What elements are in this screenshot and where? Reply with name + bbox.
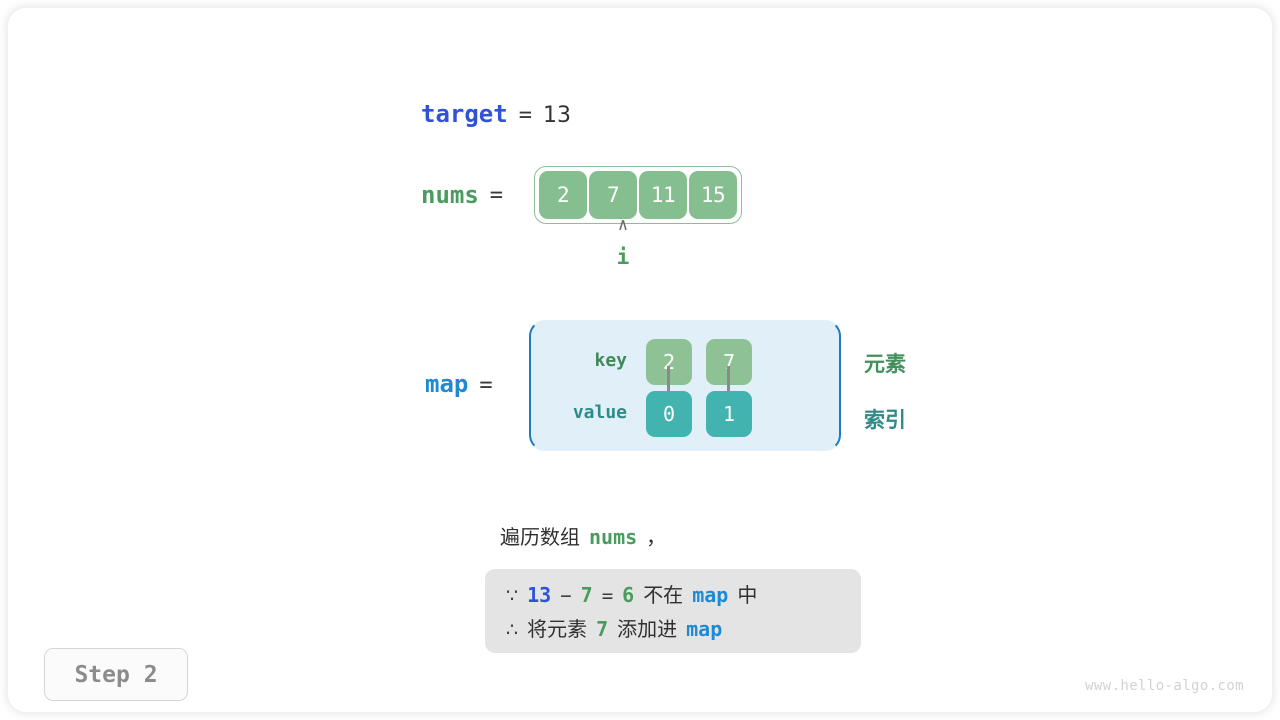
map-value-cell: 1	[706, 391, 752, 437]
explanation-note-box: ∵ 13 − 7 = 6 不在 map 中 ∴ 将元素 7 添加进 map	[485, 569, 861, 653]
note-text-not-in: 不在	[643, 583, 684, 607]
note-equals-sign: =	[601, 585, 614, 607]
map-value-row-label: value	[572, 402, 627, 423]
legend-value-meaning: 索引	[864, 408, 906, 432]
legend-key-meaning: 元素	[864, 352, 906, 376]
nums-assignment-row: nums = 2 7 11 15	[421, 166, 743, 224]
note-added-element: 7	[596, 617, 609, 641]
nums-equals-sign: =	[489, 182, 504, 208]
nums-array: 2 7 11 15	[534, 166, 743, 224]
target-assignment-row: target = 13	[421, 100, 571, 128]
note-operand-target: 13	[527, 583, 552, 607]
map-variable-name: map	[425, 370, 469, 398]
therefore-symbol-icon: ∴	[506, 619, 519, 641]
caption-line: 遍历数组 nums ，	[500, 521, 666, 550]
array-cell: 15	[689, 171, 738, 219]
note-text-into: 添加进	[617, 617, 678, 641]
note-map-reference: map	[686, 617, 723, 641]
note-line-2: ∴ 将元素 7 添加进 map	[506, 613, 861, 647]
caret-up-icon: ∧	[617, 215, 629, 235]
map-value-cell: 0	[646, 391, 692, 437]
note-map-reference: map	[692, 583, 729, 607]
map-key-row-label: key	[594, 350, 627, 371]
map-container: key value 2 0 7 1	[529, 320, 841, 451]
note-line-1: ∵ 13 − 7 = 6 不在 map 中	[506, 579, 861, 613]
map-assignment-label: map =	[425, 370, 493, 398]
target-equals-sign: =	[518, 103, 532, 128]
array-cell: 2	[539, 171, 588, 219]
note-complement-value: 6	[622, 583, 635, 607]
map-legend: 元素 索引	[864, 348, 906, 434]
because-symbol-icon: ∵	[506, 585, 519, 607]
index-pointer: ∧ i	[600, 216, 646, 272]
index-pointer-label: i	[616, 245, 630, 269]
target-value: 13	[542, 103, 571, 128]
array-cell: 7	[589, 171, 638, 219]
note-text-add-element: 将元素	[527, 617, 588, 641]
step-badge: Step 2	[44, 648, 188, 701]
caption-text-before: 遍历数组	[500, 525, 580, 549]
array-cell: 11	[639, 171, 688, 219]
nums-variable-name: nums	[421, 181, 479, 209]
caption-highlight-nums: nums	[589, 525, 638, 549]
note-text-in: 中	[737, 583, 758, 607]
note-operand-current: 7	[580, 583, 593, 607]
map-equals-sign: =	[479, 373, 493, 398]
figure-canvas: target = 13 nums = 2 7 11 15 ∧ i map = k…	[8, 8, 1272, 712]
note-minus-sign: −	[560, 585, 572, 607]
caption-punctuation: ，	[646, 525, 667, 549]
target-variable-name: target	[421, 100, 508, 128]
watermark: www.hello-algo.com	[1085, 678, 1244, 694]
